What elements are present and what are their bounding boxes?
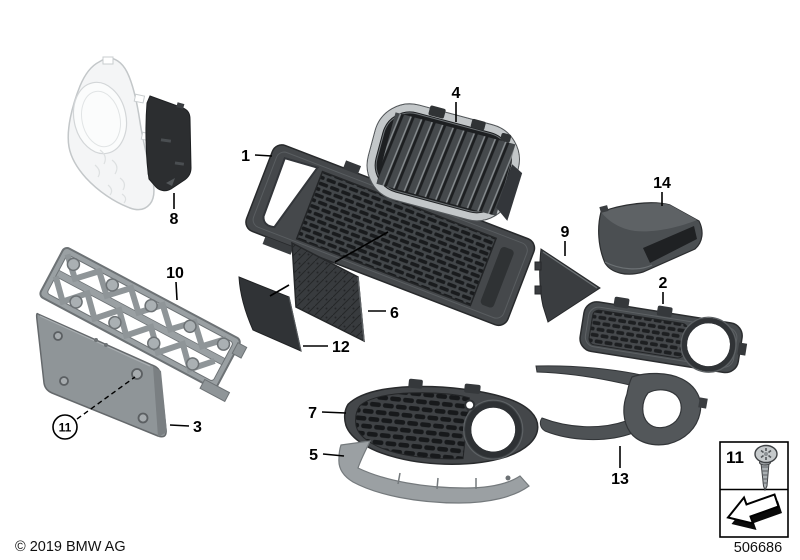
callout-part-6[interactable]: 6 — [390, 305, 399, 322]
part-9-closing-panel-drawing — [534, 248, 601, 323]
callout-part-3[interactable]: 3 — [193, 419, 202, 436]
part-8-flap-drawing — [145, 95, 192, 192]
pointer-line-part6 — [334, 231, 389, 263]
callout-part-9[interactable]: 9 — [561, 224, 570, 241]
part-3-plate-base-drawing — [35, 312, 167, 438]
part-2-side-grille-right-drawing — [579, 296, 748, 374]
part-13-trim-surround-drawing — [535, 365, 708, 446]
part-5-lower-strip-drawing — [338, 440, 530, 504]
leader-part7 — [321, 411, 347, 414]
part-7-fog-opening — [471, 407, 516, 452]
fastener-legend-box: 11 — [719, 441, 789, 538]
part-4-blades — [376, 112, 516, 216]
callout-part-10[interactable]: 10 — [166, 265, 184, 282]
reference-trim-outline-drawing — [67, 56, 158, 211]
part-1-mesh-area — [295, 170, 498, 307]
part-1-center-grille-drawing — [245, 144, 536, 327]
drawing-number: 506686 — [734, 540, 782, 556]
leader-part1 — [254, 154, 273, 157]
part-4-kidney-grille-drawing — [366, 103, 523, 222]
pointer-line-part12 — [269, 284, 290, 297]
callout-part-11-circled[interactable]: 11 — [52, 414, 78, 440]
callout-part-8[interactable]: 8 — [170, 211, 179, 228]
callout-part-12[interactable]: 12 — [332, 339, 350, 356]
callout-part-1[interactable]: 1 — [241, 148, 250, 165]
dashed-leader-part11 — [76, 376, 136, 420]
leader-part10 — [175, 281, 178, 301]
leader-part5 — [322, 453, 345, 457]
leader-part3 — [169, 424, 190, 427]
callout-part-4[interactable]: 4 — [452, 85, 461, 102]
callout-part-14[interactable]: 14 — [653, 175, 671, 192]
callout-part-2[interactable]: 2 — [659, 275, 668, 292]
callout-part-5[interactable]: 5 — [309, 447, 318, 464]
callout-part-13[interactable]: 13 — [611, 471, 629, 488]
screw-icon — [754, 444, 778, 492]
legend-fastener-ref[interactable]: 11 — [726, 448, 744, 467]
part-12-cover-panel-drawing — [238, 276, 302, 352]
part-7-side-grille-left-drawing — [343, 378, 539, 465]
part-14-air-duct-drawing — [598, 202, 703, 275]
part-6-mesh-panel-drawing — [291, 241, 365, 343]
callout-part-7[interactable]: 7 — [308, 405, 317, 422]
part-10-lattice-carrier-drawing — [39, 246, 248, 403]
part-7-mesh-area — [355, 392, 470, 460]
copyright-text: © 2019 BMW AG — [15, 539, 126, 555]
part-2-fog-opening — [687, 323, 731, 367]
callout-part-11-label: 11 — [59, 421, 72, 435]
direction-arrow-icon — [726, 493, 782, 530]
callout-circle — [52, 414, 78, 440]
